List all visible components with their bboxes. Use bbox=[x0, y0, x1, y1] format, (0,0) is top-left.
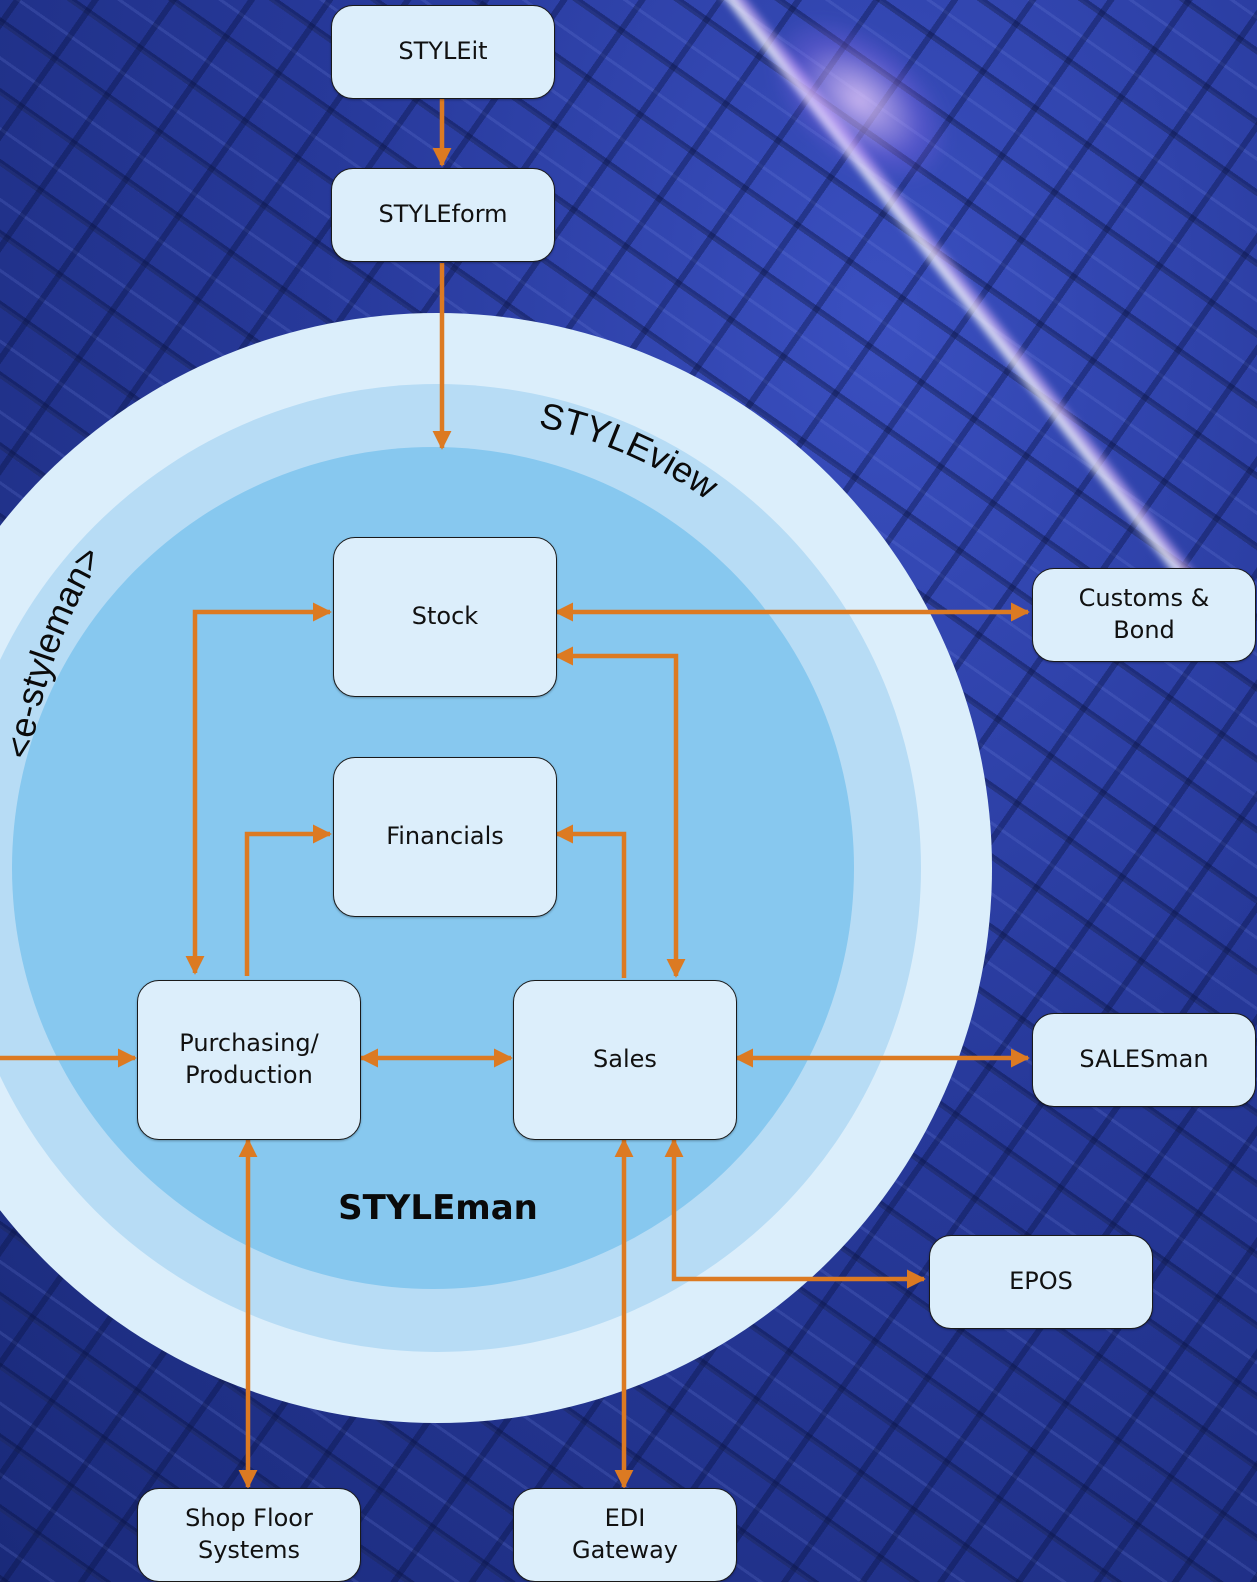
arrow-stock-purchasing bbox=[185, 602, 332, 975]
node-edi-gateway-label: EDI Gateway bbox=[571, 1504, 679, 1564]
node-epos-label: EPOS bbox=[1009, 1267, 1073, 1296]
node-sales-label: Sales bbox=[593, 1045, 657, 1074]
node-stock-label: Stock bbox=[411, 602, 479, 631]
node-financials: Financials bbox=[333, 757, 557, 917]
node-styleform: STYLEform bbox=[331, 168, 555, 262]
node-styleform-label: STYLEform bbox=[378, 200, 508, 229]
node-shop-floor-systems-label: Shop Floor Systems bbox=[185, 1504, 313, 1564]
ring-label-styleman: STYLEman bbox=[338, 1188, 538, 1228]
node-salesman-label: SALESman bbox=[1079, 1045, 1209, 1074]
node-purchasing-production-label: Purchasing/ Production bbox=[179, 1029, 319, 1089]
node-customs-bond-label: Customs & Bond bbox=[1078, 584, 1210, 644]
node-stock: Stock bbox=[333, 537, 557, 697]
arrow-stock-sales bbox=[554, 646, 686, 978]
node-shop-floor-systems: Shop Floor Systems bbox=[137, 1488, 361, 1582]
node-styleit-label: STYLEit bbox=[398, 37, 488, 66]
node-customs-bond: Customs & Bond bbox=[1032, 568, 1256, 662]
node-sales: Sales bbox=[513, 980, 737, 1140]
arrow-sales-epos bbox=[664, 1138, 926, 1289]
node-purchasing-production: Purchasing/ Production bbox=[137, 980, 361, 1140]
node-epos: EPOS bbox=[929, 1235, 1153, 1329]
node-styleit: STYLEit bbox=[331, 5, 555, 99]
node-salesman: SALESman bbox=[1032, 1013, 1256, 1107]
arrow-purchasing-financials bbox=[244, 824, 332, 976]
node-edi-gateway: EDI Gateway bbox=[513, 1488, 737, 1582]
node-financials-label: Financials bbox=[386, 822, 504, 851]
